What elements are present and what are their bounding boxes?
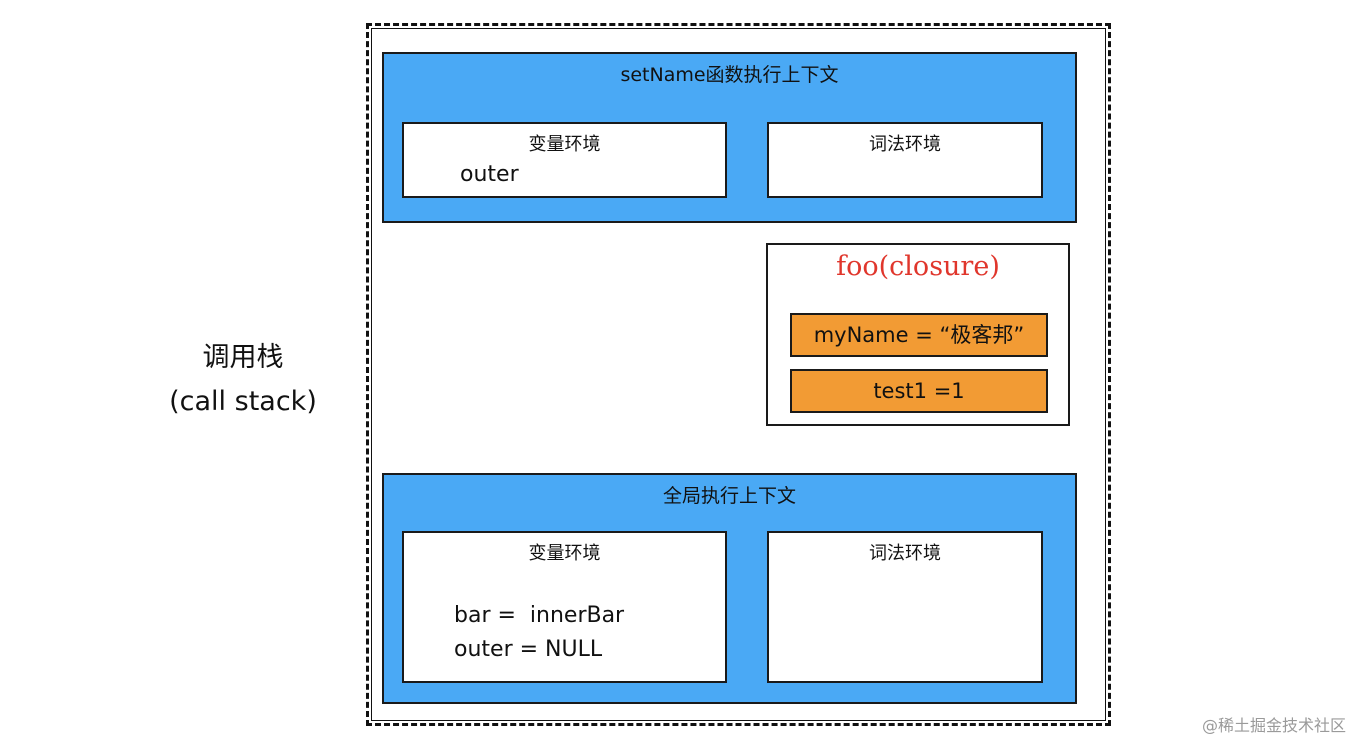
global-variable-outer: outer = NULL bbox=[454, 637, 603, 662]
global-variable-environment: 变量环境 bar = innerBar outer = NULL bbox=[402, 531, 727, 683]
call-stack-label-en: (call stack) bbox=[169, 386, 317, 417]
foo-closure: foo(closure) myName = “极客邦” test1 =1 bbox=[766, 243, 1070, 426]
global-variable-bar: bar = innerBar bbox=[454, 603, 625, 628]
call-stack-label-cn: 调用栈 bbox=[202, 342, 284, 373]
setname-lexical-env-title: 词法环境 bbox=[869, 134, 941, 155]
closure-item-myname: myName = “极客邦” bbox=[790, 313, 1048, 357]
global-lexical-env-title: 词法环境 bbox=[869, 543, 941, 564]
closure-title: foo(closure) bbox=[836, 251, 1000, 282]
closure-item-test1: test1 =1 bbox=[790, 369, 1048, 413]
global-execution-context: 全局执行上下文 变量环境 bar = innerBar outer = NULL… bbox=[382, 473, 1077, 704]
global-lexical-environment: 词法环境 bbox=[767, 531, 1043, 683]
watermark: @稀土掘金技术社区 bbox=[1201, 716, 1346, 735]
global-context-title: 全局执行上下文 bbox=[662, 485, 796, 507]
setname-variable-env-title: 变量环境 bbox=[528, 134, 601, 155]
setname-context-title: setName函数执行上下文 bbox=[620, 64, 839, 86]
setname-lexical-environment: 词法环境 bbox=[767, 122, 1043, 198]
global-variable-env-title: 变量环境 bbox=[528, 543, 601, 564]
setname-execution-context: setName函数执行上下文 变量环境 outer 词法环境 bbox=[382, 52, 1077, 223]
call-stack-label: 调用栈 (call stack) bbox=[150, 336, 336, 424]
setname-variable-outer: outer bbox=[460, 162, 519, 187]
setname-variable-environment: 变量环境 outer bbox=[402, 122, 727, 198]
